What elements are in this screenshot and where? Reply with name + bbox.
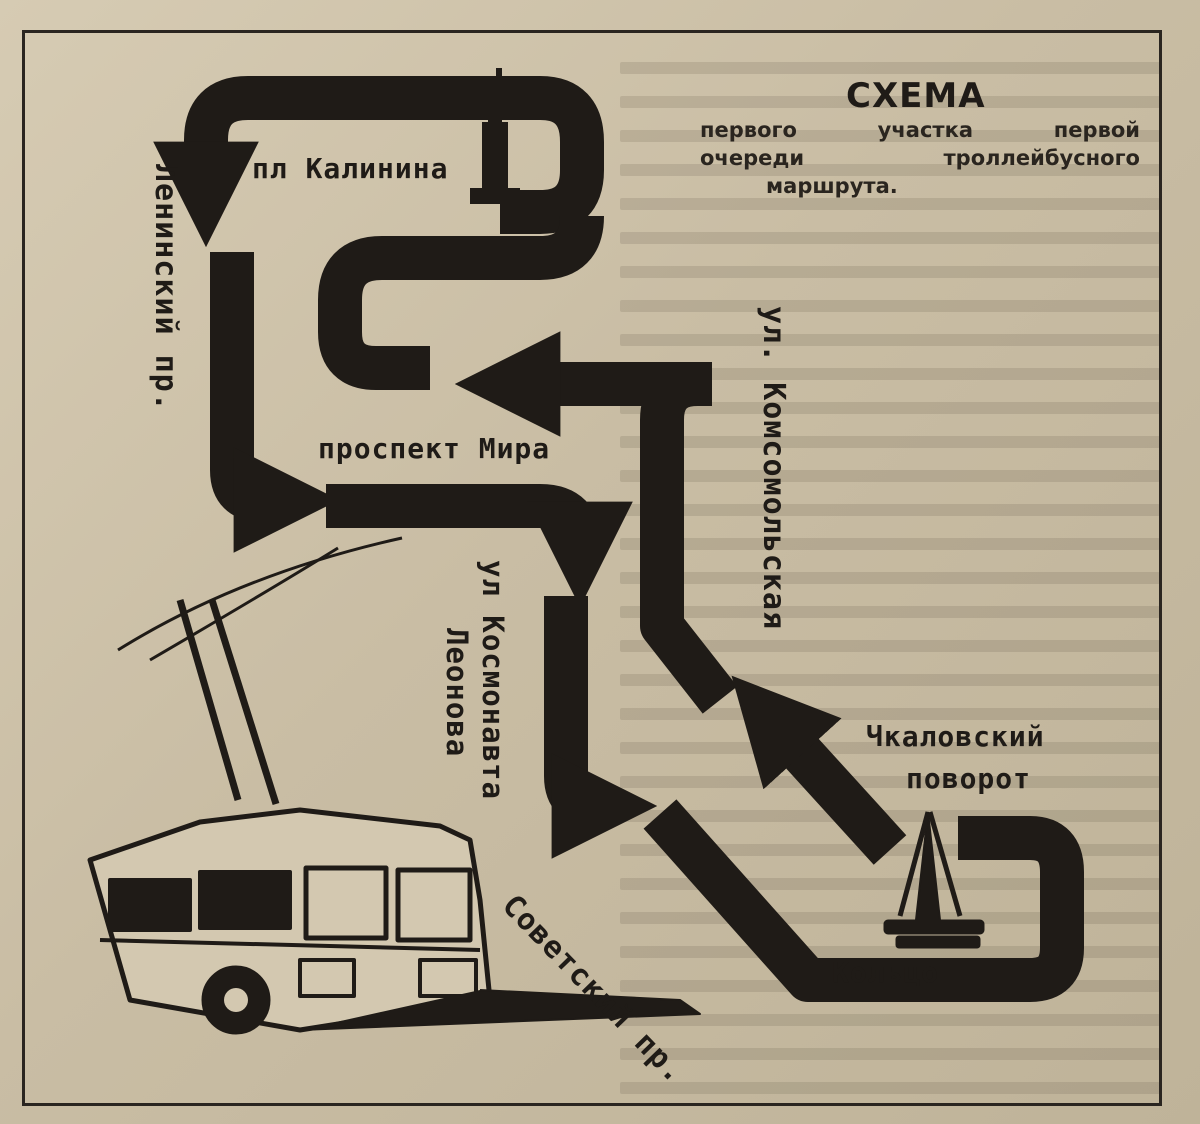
label-kosmonavta-line-2: Леонова [440, 628, 474, 758]
label-chkalovsky-line-1: Чкаловский [866, 720, 1045, 753]
route-arrow-komsomolskaya [640, 361, 738, 714]
subtitle-line-3: маршрута. [766, 174, 898, 198]
subtitle-line-2: очереди троллейбусного [700, 146, 1140, 170]
label-pl-kalinina: пл Калинина [252, 152, 449, 185]
route-arrow-chkalovsky [731, 675, 907, 865]
diagram-frame [22, 30, 1162, 1106]
label-komsomolskaya: ул. Комсомольская [756, 306, 791, 631]
trolleybus-icon [87, 598, 701, 1035]
subtitle-line-1: первого участка первой [700, 118, 1140, 142]
label-leninsky: Ленинский пр. [148, 164, 183, 412]
route-arrow-kalinina [153, 76, 604, 248]
schema-subtitle: первого участка первой очереди троллейбу… [700, 116, 1140, 200]
label-koltso: Кольцо [832, 956, 940, 989]
overhead-wires [117, 536, 403, 662]
label-chkalovsky-line-2: поворот [906, 762, 1032, 795]
label-prospekt-mira: проспект Мира [318, 432, 551, 465]
label-kosmonavta-line-1: ул Космонавта [476, 560, 510, 800]
route-arrow-sovetsky [643, 799, 1084, 1002]
route-arrow-leninsky [210, 252, 340, 553]
route-arrow-inner-loop [318, 214, 604, 390]
route-arrow-kosmonavta [544, 596, 658, 859]
obelisk-icon [883, 811, 985, 949]
schema-title: СХЕМА [846, 76, 986, 116]
route-arrow-prospekt-mira [326, 484, 633, 608]
